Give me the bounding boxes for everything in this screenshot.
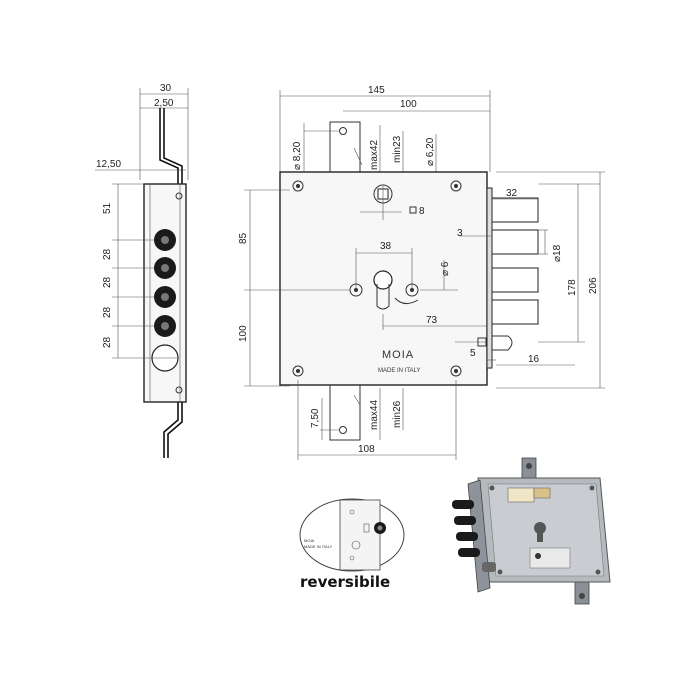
side-rod-bottom	[163, 402, 179, 458]
dim-28-b: 28	[102, 276, 113, 288]
photo-bolt	[452, 500, 474, 509]
photo-bolts	[452, 500, 496, 572]
dim-30: 30	[160, 83, 172, 94]
inset-made-in: MADE IN ITALY	[304, 544, 333, 549]
bolt	[491, 299, 539, 325]
dim-178: 178	[567, 279, 578, 296]
screw	[292, 180, 304, 192]
bolt	[491, 267, 539, 293]
photo-bolt	[458, 548, 480, 557]
dim-18: ⌀18	[552, 244, 563, 262]
side-screw-top	[175, 192, 183, 200]
screw	[292, 365, 304, 377]
case-brand: MOIA	[382, 349, 414, 361]
dim-3: 3	[457, 228, 463, 239]
dim-6-20: ⌀ 6,20	[425, 137, 436, 166]
dim-8-20: ⌀ 8,20	[292, 141, 303, 170]
dim-max44: max44	[369, 400, 380, 430]
lock-case	[279, 171, 488, 386]
bolt	[491, 197, 539, 223]
side-view: 30 2,50 12,50	[95, 83, 189, 458]
lock-photo	[452, 457, 611, 605]
dim-12-50: 12,50	[96, 159, 121, 170]
photo-bolt	[456, 532, 478, 541]
side-bolts	[151, 229, 179, 372]
cylinder-hole	[373, 270, 393, 290]
dim-38: 38	[380, 241, 392, 252]
dim-16: 16	[528, 354, 540, 365]
screw	[450, 365, 462, 377]
dim-28-a: 28	[102, 248, 113, 260]
instruction-sticker	[529, 547, 571, 569]
top-tab	[329, 121, 361, 172]
dim-8: 8	[419, 206, 425, 217]
reversible-inset: MOIA MADE IN ITALY reversibile	[299, 498, 405, 591]
dim-145: 145	[368, 85, 385, 96]
dim-max42: max42	[369, 140, 380, 170]
side-rod-top	[159, 108, 179, 184]
dim-108: 108	[358, 444, 375, 455]
inset-brand: MOIA	[304, 538, 315, 543]
case-made-in: MADE IN ITALY	[378, 368, 420, 374]
dim-100-top: 100	[400, 99, 417, 110]
front-bolts	[455, 197, 539, 351]
dim-min26: min26	[392, 400, 403, 428]
square-8-icon	[409, 206, 417, 214]
dim-85: 85	[238, 232, 249, 244]
bottom-tab	[329, 385, 361, 441]
dim-5: 5	[470, 348, 476, 359]
photo-bolt	[454, 516, 476, 525]
dim-73: 73	[426, 315, 438, 326]
bolt	[491, 229, 539, 255]
dim-206: 206	[588, 277, 599, 294]
dim-min23: min23	[392, 135, 403, 163]
reversibile-label: reversibile	[300, 573, 390, 591]
side-screw-bottom	[175, 386, 183, 394]
dim-6: ⌀ 6	[440, 261, 451, 276]
dim-28-c: 28	[102, 306, 113, 318]
latch	[492, 335, 513, 351]
dim-7-50: 7,50	[310, 408, 321, 428]
dim-51: 51	[102, 202, 113, 214]
screw	[450, 180, 462, 192]
dim-2-50: 2,50	[154, 98, 174, 109]
brand-sticker	[507, 487, 535, 503]
dim-32: 32	[506, 188, 518, 199]
dim-28-d: 28	[102, 336, 113, 348]
dim-100-left: 100	[238, 325, 249, 342]
fixing-hole-right	[405, 283, 419, 297]
photo-latch	[482, 562, 496, 572]
front-view: 145 100 ⌀ 8,20 max42 min23 ⌀ 6,20 8	[238, 85, 605, 460]
